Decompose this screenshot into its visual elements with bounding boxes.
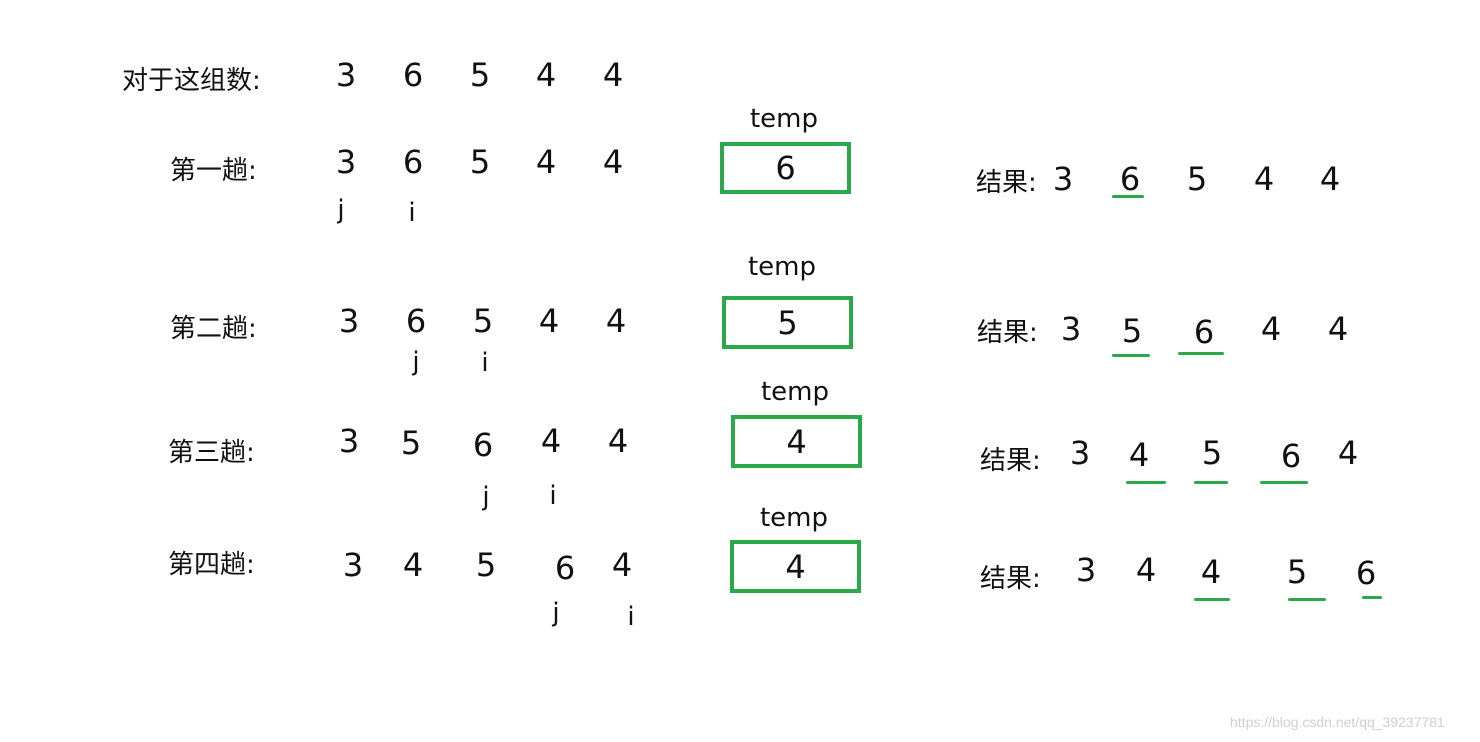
pass-4-result-underline: [1194, 598, 1230, 601]
pass-3-temp-label: temp: [760, 377, 830, 407]
pass-4-temp-label: temp: [759, 503, 829, 533]
pass-3-number: 3: [338, 422, 360, 460]
pass-1-pointer-j: j: [337, 195, 345, 225]
pass-2-pointer-j: j: [412, 347, 420, 377]
pass-3-number: 5: [400, 424, 422, 462]
pass-4-result-number: 4: [1135, 551, 1157, 589]
pass-1-temp-box: 6: [720, 142, 851, 194]
pass-2-temp-value: 5: [777, 303, 798, 342]
pass-1-result-underline: [1112, 195, 1144, 198]
pass-4-temp-box: 4: [730, 540, 861, 593]
pass-4-result-number: 6: [1355, 554, 1377, 592]
pass-1-number: 5: [469, 143, 491, 181]
pass-4-result-number: 3: [1075, 551, 1097, 589]
pass-1-result-number: 4: [1253, 160, 1275, 198]
pass-4-label: 第四趟:: [168, 550, 255, 580]
pass-1-result-number: 3: [1052, 160, 1074, 198]
pass-4-number: 4: [402, 546, 424, 584]
pass-1-result-label: 结果:: [976, 168, 1037, 198]
pass-2-result-number: 6: [1193, 313, 1215, 351]
pass-3-number: 4: [540, 422, 562, 460]
intro-number: 3: [335, 56, 357, 94]
pass-2-number: 4: [605, 302, 627, 340]
pass-4-number: 4: [611, 546, 633, 584]
intro-number: 4: [602, 56, 624, 94]
pass-4-result-label: 结果:: [980, 564, 1041, 594]
pass-2-result-underline: [1178, 352, 1224, 355]
intro-number: 6: [402, 56, 424, 94]
pass-1-pointer-i: i: [408, 198, 416, 228]
intro-label: 对于这组数:: [122, 66, 261, 96]
pass-2-result-number: 4: [1327, 310, 1349, 348]
intro-number: 4: [535, 56, 557, 94]
pass-1-result-number: 5: [1186, 160, 1208, 198]
pass-3-result-number: 4: [1128, 436, 1150, 474]
pass-3-result-underline: [1194, 481, 1228, 484]
pass-4-result-number: 4: [1200, 553, 1222, 591]
pass-3-pointer-j: j: [482, 482, 490, 512]
pass-2-number: 6: [405, 302, 427, 340]
pass-1-label: 第一趟:: [170, 156, 257, 186]
pass-2-temp-label: temp: [747, 252, 817, 282]
pass-2-result-number: 4: [1260, 310, 1282, 348]
pass-1-number: 4: [602, 143, 624, 181]
pass-4-result-underline: [1288, 598, 1326, 601]
pass-2-number: 4: [538, 302, 560, 340]
pass-3-number: 4: [607, 422, 629, 460]
pass-4-temp-value: 4: [785, 547, 806, 586]
pass-3-result-number: 6: [1280, 437, 1302, 475]
pass-2-result-label: 结果:: [977, 318, 1038, 348]
pass-4-number: 6: [554, 549, 576, 587]
pass-2-label: 第二趟:: [170, 314, 257, 344]
pass-1-temp-label: temp: [749, 104, 819, 134]
pass-2-number: 5: [472, 302, 494, 340]
pass-3-temp-box: 4: [731, 415, 862, 468]
pass-2-number: 3: [338, 302, 360, 340]
intro-number: 5: [469, 56, 491, 94]
pass-1-number: 4: [535, 143, 557, 181]
pass-2-temp-box: 5: [722, 296, 853, 349]
pass-1-result-number: 4: [1319, 160, 1341, 198]
pass-4-pointer-j: j: [552, 598, 560, 628]
pass-3-result-label: 结果:: [980, 446, 1041, 476]
pass-2-result-number: 3: [1060, 310, 1082, 348]
pass-4-result-number: 5: [1286, 553, 1308, 591]
pass-4-result-underline: [1362, 596, 1382, 599]
pass-4-number: 3: [342, 546, 364, 584]
pass-2-result-number: 5: [1121, 312, 1143, 350]
pass-4-number: 5: [475, 546, 497, 584]
pass-2-pointer-i: i: [481, 348, 489, 378]
pass-1-result-number: 6: [1119, 160, 1141, 198]
pass-3-result-underline: [1126, 481, 1166, 484]
pass-1-temp-value: 6: [775, 149, 796, 187]
watermark-url: https://blog.csdn.net/qq_39237781: [1230, 714, 1445, 730]
pass-3-number: 6: [472, 426, 494, 464]
pass-1-number: 3: [335, 143, 357, 181]
pass-1-number: 6: [402, 143, 424, 181]
pass-3-result-number: 3: [1069, 434, 1091, 472]
pass-3-result-underline: [1260, 481, 1308, 484]
pass-3-result-number: 4: [1337, 434, 1359, 472]
pass-3-pointer-i: i: [549, 481, 557, 511]
pass-3-temp-value: 4: [786, 422, 807, 461]
pass-3-label: 第三趟:: [168, 438, 255, 468]
pass-3-result-number: 5: [1201, 434, 1223, 472]
pass-4-pointer-i: i: [627, 602, 635, 632]
pass-2-result-underline: [1112, 354, 1150, 357]
